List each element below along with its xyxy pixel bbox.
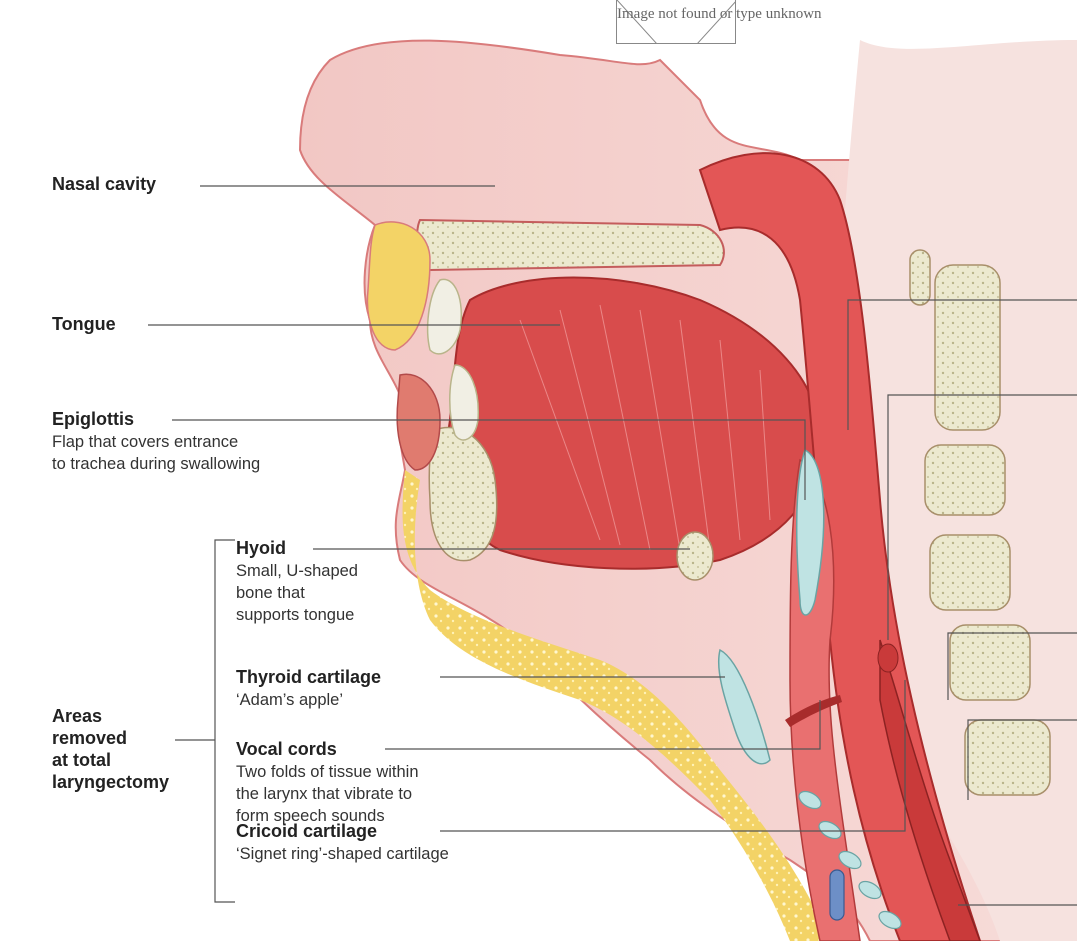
label-vocal-cords: Vocal cords Two folds of tissue within t…: [236, 738, 419, 827]
esophagus-top: [878, 644, 898, 672]
label-nasal-cavity: Nasal cavity: [52, 173, 156, 196]
cricoid-cartilage-shape: [830, 870, 844, 920]
palate-bone: [417, 220, 724, 270]
label-hyoid: Hyoid Small, U-shaped bone that supports…: [236, 537, 358, 626]
label-tongue: Tongue: [52, 313, 116, 336]
label-areas-removed: Areas removed at total laryngectomy: [52, 705, 169, 793]
label-epiglottis: Epiglottis Flap that covers entrance to …: [52, 408, 260, 475]
hyoid-bone: [677, 532, 713, 580]
label-thyroid-cartilage: Thyroid cartilage ‘Adam’s apple’: [236, 666, 381, 711]
label-cricoid-cartilage: Cricoid cartilage ‘Signet ring’-shaped c…: [236, 820, 449, 865]
